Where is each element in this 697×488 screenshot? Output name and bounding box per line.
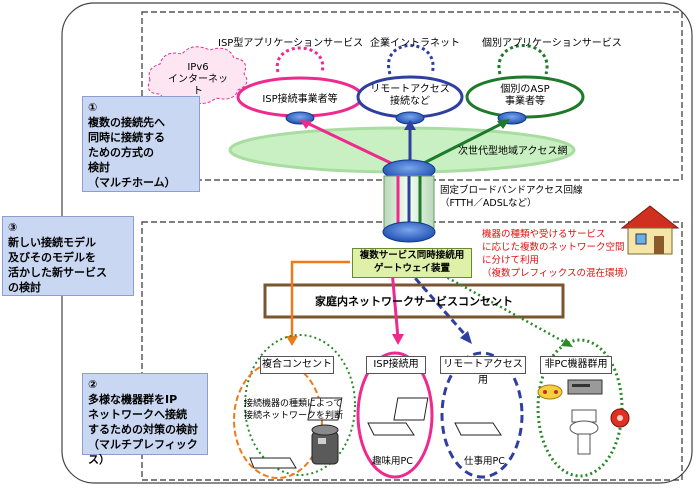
toilet-icon (569, 409, 599, 455)
isp-outlet-ellipse (356, 351, 434, 479)
remote-provider-label: リモートアクセス 接続など (370, 84, 450, 107)
house-icon (620, 205, 680, 255)
intranet-service-loop (387, 44, 435, 75)
video-recorder-icon (567, 379, 603, 395)
outlet-non-pc: 非PC機器群用 (540, 356, 612, 374)
pink-link (304, 120, 396, 167)
asp-provider-label: 個別のASP 事業者等 (500, 84, 550, 107)
hobby-pc-label: 趣味用PC (372, 456, 413, 467)
device-note: 接続機器の種類によって 接続ネットワークを判断 (244, 399, 344, 421)
green-outlet-link (429, 266, 569, 346)
blue-outlet-link (406, 269, 470, 339)
ipv6-cloud (147, 46, 248, 104)
box-multiprefix: ② 多様な機器群をIP ネットワークへ接続 するための対策の検討 （マルチプレフ… (82, 373, 208, 466)
outlet-isp: ISP接続用 (366, 356, 426, 374)
home-network-bar (263, 283, 565, 319)
work-pc-label: 仕事用PC (464, 456, 505, 467)
laptop-icon-work (393, 397, 502, 436)
isp-app-service-label: ISP型アプリケーションサービス (218, 38, 364, 49)
individual-app-service-label: 個別アプリケーションサービス (482, 38, 622, 49)
fixed-broadband-label: 固定ブロードバンドアクセス回線 （FTTH／ADSLなど） (440, 185, 583, 209)
isp-provider-label: ISP接続事業者等 (262, 94, 338, 105)
remote-outlet-ellipse (440, 351, 524, 479)
gateway-box: 複数サービス同時接続用 ゲートウェイ装置 (352, 248, 472, 278)
outlet-remote: リモートアクセス用 (440, 356, 526, 386)
ipv6-internet-label: IPv6 インターネット (168, 62, 228, 97)
game-console-icon (537, 384, 563, 400)
next-gen-network-label: 次世代型地域アクセス網 (458, 146, 568, 157)
central-router-bottom (382, 221, 436, 243)
box-multihome: ① 複数の接続先へ 同時に接続する ための方式の 検討 （マルチホーム） (82, 96, 200, 192)
electric-pot-icon (311, 424, 339, 465)
orange-link (290, 260, 350, 340)
green-link (419, 120, 506, 167)
red-note: 機器の種類や受けるサービス に応じた複数のネットワーク空間 に分けて利用 （複数… (482, 229, 634, 279)
app-service-loop (497, 44, 549, 75)
nonpc-outlet-ellipse (536, 338, 624, 478)
outlet-combined: 複合コンセント (260, 356, 334, 374)
corporate-intranet-label: 企業イントラネット (370, 38, 460, 49)
alarm-icon (610, 408, 630, 428)
laptop-icon-hobby (307, 397, 415, 436)
isp-service-loop (275, 46, 325, 73)
box-new-model: ③ 新しい接続モデル 及びそのモデルを 活かした新サービス の検討 (2, 216, 134, 296)
home-network-label: 家庭内ネットワークサービスコンセント (315, 295, 513, 308)
combined-green-ellipse (244, 334, 356, 476)
pink-outlet-link (390, 269, 400, 339)
